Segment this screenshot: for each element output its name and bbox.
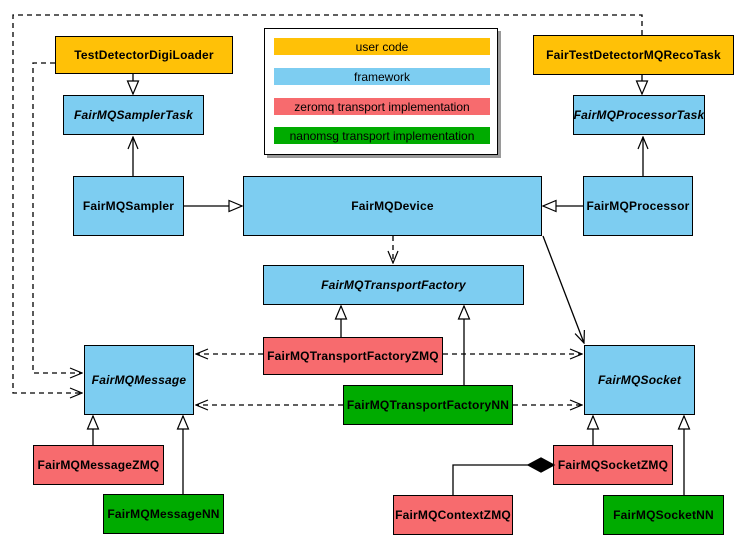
- node-testdetectordigiloader: TestDetectorDigiLoader: [55, 36, 233, 74]
- legend-item-nanomsg: nanomsg transport implementation: [274, 127, 490, 144]
- legend-item-user-code: user code: [274, 38, 490, 55]
- node-fairmqsocketnn: FairMQSocketNN: [603, 495, 724, 535]
- node-fairmqmessagezmq: FairMQMessageZMQ: [33, 445, 164, 485]
- composition-diamond-icon: [526, 457, 556, 473]
- legend-box: user code framework zeromq transport imp…: [264, 28, 498, 155]
- node-fairmqsocket: FairMQSocket: [584, 345, 695, 415]
- node-fairmqprocessortask: FairMQProcessorTask: [573, 95, 705, 135]
- node-fairmqtransportfactoryzmq: FairMQTransportFactoryZMQ: [263, 337, 443, 375]
- legend-item-framework: framework: [274, 68, 490, 85]
- node-fairmqprocessor: FairMQProcessor: [583, 176, 693, 236]
- node-fairtestdetectormqrecotask: FairTestDetectorMQRecoTask: [533, 35, 734, 75]
- edge-contextzmq-socketzmq: [452, 464, 528, 495]
- node-fairmqsamplertask: FairMQSamplerTask: [63, 95, 204, 135]
- node-fairmqcontextzmq: FairMQContextZMQ: [393, 495, 513, 535]
- edge-device-socket: [542, 235, 584, 343]
- node-fairmqmessage: FairMQMessage: [84, 345, 194, 415]
- node-fairmqdevice: FairMQDevice: [243, 176, 542, 236]
- node-fairmqmessagenn: FairMQMessageNN: [103, 494, 224, 534]
- node-fairmqtransportfactorynn: FairMQTransportFactoryNN: [343, 385, 513, 425]
- node-fairmqsocketzmq: FairMQSocketZMQ: [553, 445, 673, 485]
- node-fairmqsampler: FairMQSampler: [73, 176, 184, 236]
- node-fairmqtransportfactory: FairMQTransportFactory: [263, 265, 524, 305]
- legend-item-zeromq: zeromq transport implementation: [274, 98, 490, 115]
